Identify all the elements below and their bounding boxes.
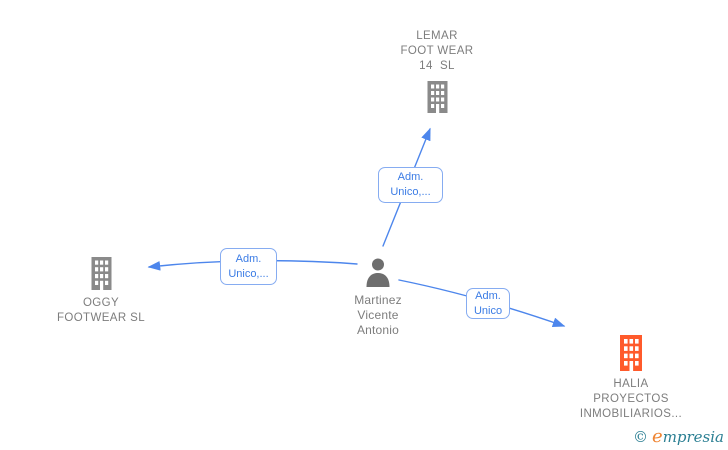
brand-name: mpresia [662,428,724,446]
building-icon [91,257,111,290]
node-oggy-footwear[interactable]: OGGY FOOTWEAR SL [31,257,171,326]
node-label: HALIA PROYECTOS INMOBILIARIOS... [579,378,683,420]
building-icon [620,335,642,371]
copyright-icon: © [633,428,649,446]
brand-initial: e [652,426,663,447]
node-label: LEMAR FOOT WEAR 14 SL [400,30,474,72]
empresia-watermark: ©empresia [633,426,724,447]
node-label: Martinez Vicente Antonio [354,293,402,337]
node-lemar-foot-wear[interactable]: LEMAR FOOT WEAR 14 SL [367,29,507,113]
person-icon [366,258,390,287]
node-martinez-vicente-antonio[interactable]: Martinez Vicente Antonio [308,257,448,338]
edge-label-adm-unico-oggy[interactable]: Adm. Unico,... [220,248,277,285]
building-icon [427,81,447,113]
node-halia-proyectos-inmobiliarios[interactable]: HALIA PROYECTOS INMOBILIARIOS... [561,335,701,422]
edge-label-adm-unico-halia[interactable]: Adm. Unico [466,288,510,319]
node-label: OGGY FOOTWEAR SL [56,297,146,324]
edge-label-adm-unico-lemar[interactable]: Adm. Unico,... [378,167,443,203]
